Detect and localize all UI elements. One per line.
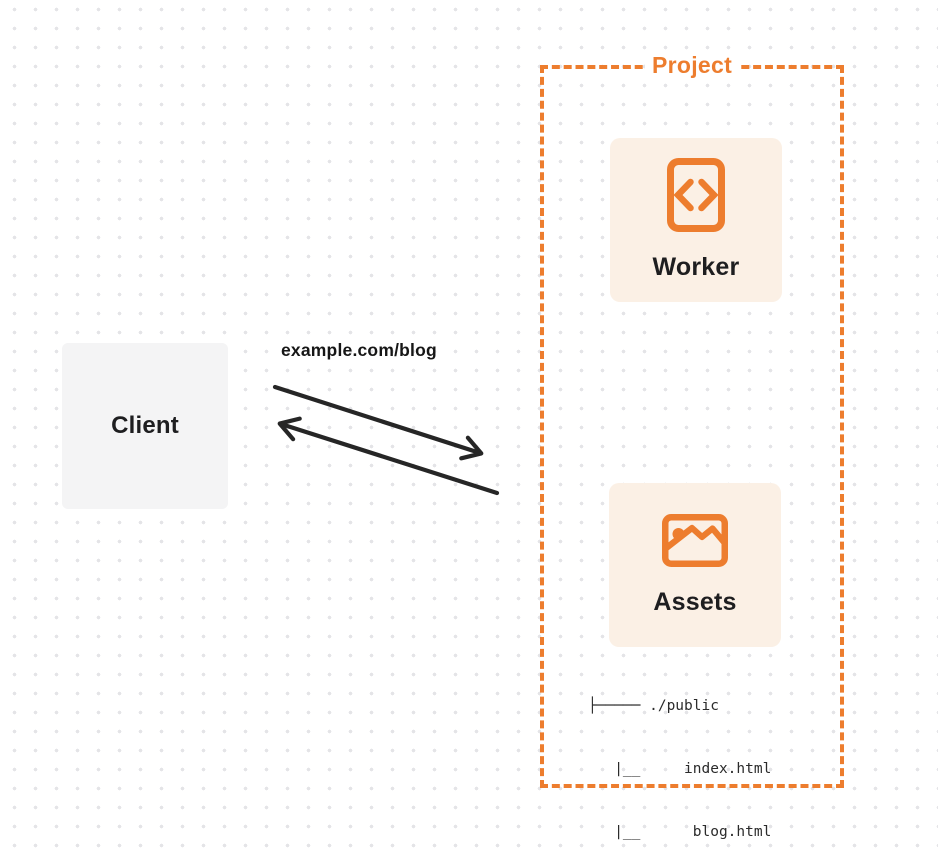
worker-card: Worker bbox=[610, 138, 782, 302]
file-tree-line: |__ blog.html bbox=[588, 824, 772, 840]
assets-card: Assets bbox=[609, 483, 781, 647]
project-title: Project bbox=[644, 52, 740, 79]
request-arrow bbox=[272, 384, 484, 461]
code-file-icon bbox=[667, 158, 725, 232]
response-arrow bbox=[277, 416, 500, 496]
image-icon bbox=[662, 513, 728, 567]
assets-file-tree: ├───── ./public |__ index.html |__ blog.… bbox=[588, 654, 771, 860]
file-tree-line: ├───── ./public bbox=[588, 698, 719, 714]
client-box: Client bbox=[62, 343, 228, 509]
request-url-label: example.com/blog bbox=[281, 340, 437, 360]
client-label: Client bbox=[111, 412, 179, 439]
worker-label: Worker bbox=[652, 253, 740, 281]
project-boundary: Project Worker Assets ├───── ./public |_… bbox=[540, 52, 844, 840]
assets-label: Assets bbox=[653, 587, 737, 616]
file-tree-line: |__ index.html bbox=[588, 761, 772, 777]
